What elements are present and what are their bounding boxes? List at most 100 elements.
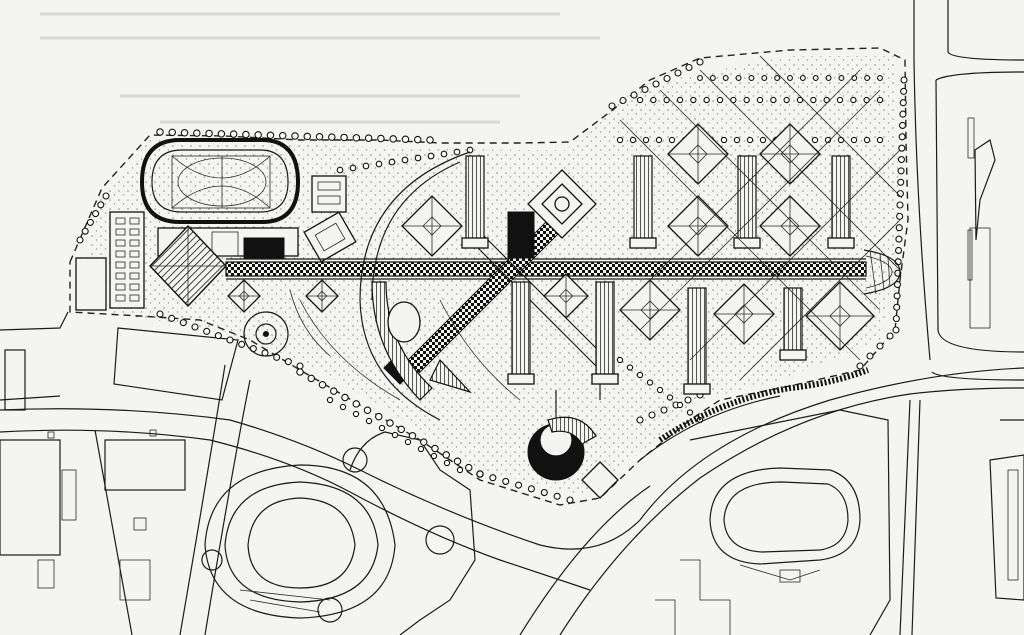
tree xyxy=(783,96,790,104)
tree xyxy=(476,470,484,478)
tree xyxy=(696,58,704,66)
tree xyxy=(226,336,234,344)
tree xyxy=(656,386,664,394)
tree xyxy=(273,353,281,361)
tree xyxy=(440,150,448,158)
main-spine-axis xyxy=(225,258,867,280)
tree xyxy=(641,85,649,94)
tree xyxy=(897,178,905,186)
tree xyxy=(242,130,250,139)
roof-ridge xyxy=(402,196,462,256)
tree xyxy=(774,75,781,81)
tree xyxy=(877,75,883,81)
tree xyxy=(431,444,439,453)
tree xyxy=(464,463,473,472)
east-rotunda xyxy=(863,249,901,295)
tree xyxy=(349,164,357,172)
tree xyxy=(328,133,336,141)
tree xyxy=(837,136,845,144)
roof-lantern xyxy=(688,144,708,164)
tree xyxy=(401,156,409,164)
roof-lantern xyxy=(780,216,800,236)
tree xyxy=(430,452,438,460)
tree xyxy=(636,96,644,104)
tree xyxy=(709,75,716,81)
tree xyxy=(329,387,338,395)
tree xyxy=(636,416,644,424)
tree xyxy=(453,148,461,156)
tree xyxy=(636,371,644,379)
tree xyxy=(364,134,373,142)
central-tower xyxy=(507,169,597,259)
tree xyxy=(179,319,187,327)
tree xyxy=(266,131,275,140)
roof-lantern xyxy=(558,288,574,304)
tree xyxy=(284,358,292,366)
tree xyxy=(823,96,830,104)
tree xyxy=(655,136,663,144)
roof-lantern xyxy=(316,290,328,302)
tree xyxy=(722,75,729,81)
roof-ridge xyxy=(668,196,728,256)
tree xyxy=(663,96,670,104)
tree xyxy=(315,132,324,141)
southeast-edge-hatching xyxy=(639,367,870,461)
roof-ridge xyxy=(228,280,260,312)
tree xyxy=(193,129,201,137)
roof-lantern xyxy=(829,305,851,327)
tree xyxy=(652,80,660,88)
tree xyxy=(456,466,464,474)
tree xyxy=(735,75,742,81)
tree xyxy=(419,438,428,446)
slab-building xyxy=(595,281,615,383)
tree xyxy=(489,474,497,482)
slab-end xyxy=(683,383,711,395)
slab-end xyxy=(591,373,619,385)
tree xyxy=(229,130,238,138)
tree xyxy=(296,362,304,370)
tree xyxy=(668,136,676,144)
tree xyxy=(453,457,462,465)
tree xyxy=(307,374,315,383)
window xyxy=(115,272,126,280)
tree xyxy=(616,356,624,364)
tree xyxy=(733,136,741,144)
tree xyxy=(626,364,634,371)
tree xyxy=(642,136,650,144)
tree xyxy=(811,136,819,144)
tree xyxy=(897,155,906,164)
tree xyxy=(168,128,177,137)
tree xyxy=(893,303,901,311)
tree xyxy=(685,63,693,72)
bleed-through-lines xyxy=(40,12,600,124)
tree xyxy=(663,74,671,83)
window xyxy=(129,228,140,236)
window xyxy=(129,261,140,269)
tree xyxy=(515,481,523,489)
tree xyxy=(296,368,304,376)
slab-end xyxy=(461,237,489,249)
tree xyxy=(386,419,394,427)
tree xyxy=(743,96,750,104)
tree xyxy=(156,310,164,318)
tree xyxy=(894,246,903,255)
east-lattice-paths xyxy=(619,55,903,381)
adjacent-buildings-west xyxy=(0,327,239,601)
slab-building xyxy=(633,155,653,247)
tree xyxy=(214,332,222,340)
tree xyxy=(362,162,370,170)
window xyxy=(115,228,126,236)
tree xyxy=(388,158,396,166)
tree-rows xyxy=(76,58,908,504)
tree xyxy=(254,131,262,139)
roof-ridge xyxy=(714,284,774,344)
window xyxy=(115,261,126,269)
tree xyxy=(851,75,858,81)
tree xyxy=(616,136,624,144)
tree xyxy=(318,380,327,389)
tree xyxy=(375,160,383,168)
tree xyxy=(836,96,844,104)
slab-building xyxy=(465,155,485,247)
tree xyxy=(397,425,405,434)
